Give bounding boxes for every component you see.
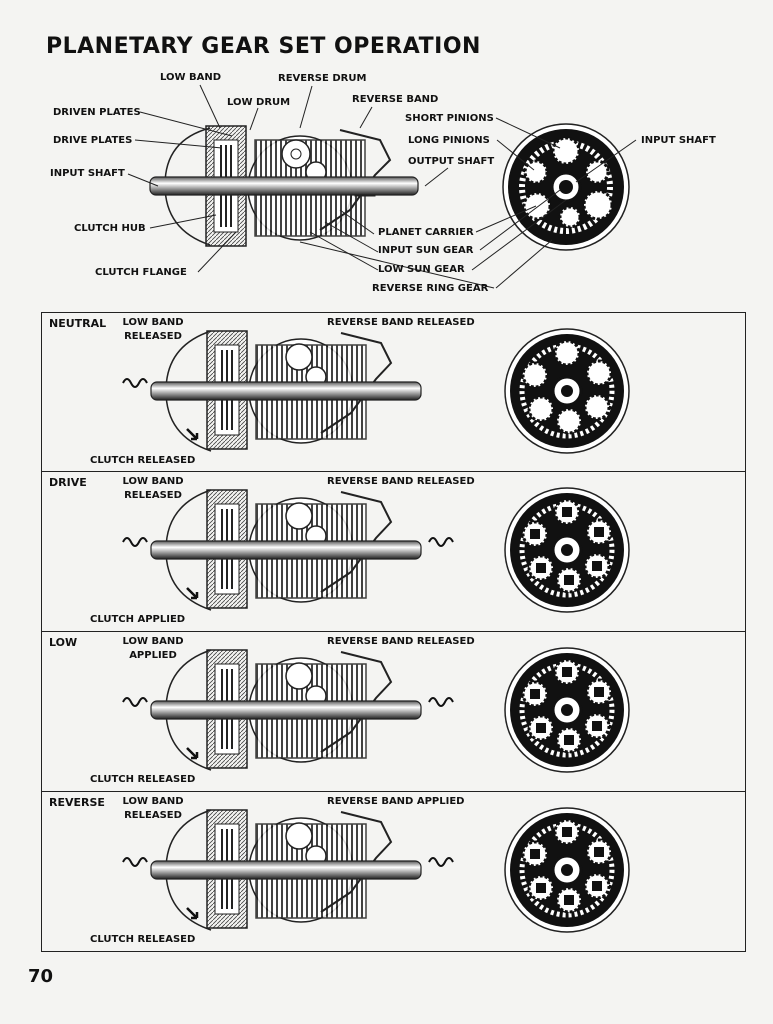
mode-title: REVERSE <box>49 796 105 809</box>
mode-panel-drive: DRIVE LOW BAND RELEASED REVERSE BAND RELEAS… <box>41 472 746 632</box>
mode-panel-low: LOW LOW BAND APPLIED REVERSE BAND RELEASED C… <box>41 632 746 792</box>
mode-title: LOW <box>49 636 78 649</box>
input-rotation-icon <box>122 857 148 867</box>
reverse-band-status: REVERSE BAND RELEASED <box>327 317 475 328</box>
mode-panel-reverse: REVERSE LOW BAND RELEASED REVERSE BAND APPL… <box>41 792 746 952</box>
mode-drawing <box>122 647 630 773</box>
output-rotation-icon <box>428 857 454 867</box>
arrow-icon <box>186 428 199 441</box>
leader-lines <box>127 84 637 289</box>
output-rotation-icon <box>428 697 454 707</box>
label-input-shaft-left: INPUT SHAFT <box>50 168 125 179</box>
clutch-status: CLUTCH RELEASED <box>90 774 196 785</box>
arrow-icon <box>186 587 199 600</box>
label-planet-carrier: PLANET CARRIER <box>378 227 474 238</box>
label-reverse-ring-gear: REVERSE RING GEAR <box>372 283 489 294</box>
label-low-drum: LOW DRUM <box>227 97 291 108</box>
gear-end-view <box>502 123 630 251</box>
label-drive-plates: DRIVE PLATES <box>53 135 133 146</box>
output-rotation-icon <box>428 537 454 547</box>
page-number: 70 <box>28 966 54 987</box>
mode-title: NEUTRAL <box>49 317 107 330</box>
mode-title: DRIVE <box>49 476 87 489</box>
label-input-sun-gear: INPUT SUN GEAR <box>378 245 474 256</box>
low-band-state: APPLIED <box>129 650 177 661</box>
label-input-shaft-right: INPUT SHAFT <box>641 135 716 146</box>
label-driven-plates: DRIVEN PLATES <box>53 107 141 118</box>
mode-panel-neutral: NEUTRAL LOW BAND RELEASED REVERSE BAND RELE… <box>41 312 746 472</box>
arrow-icon <box>186 747 199 760</box>
label-long-pinions: LONG PINIONS <box>408 135 490 146</box>
label-low-sun-gear: LOW SUN GEAR <box>378 264 465 275</box>
clutch-status: CLUTCH APPLIED <box>90 614 186 625</box>
mode-drawing <box>122 328 630 454</box>
reverse-band-status: REVERSE BAND RELEASED <box>327 476 475 487</box>
label-short-pinions: SHORT PINIONS <box>405 113 494 124</box>
label-clutch-hub: CLUTCH HUB <box>74 223 146 234</box>
low-band-label: LOW BAND <box>122 317 184 328</box>
mode-drawing <box>122 487 630 613</box>
label-reverse-drum: REVERSE DRUM <box>278 73 367 84</box>
label-clutch-flange: CLUTCH FLANGE <box>95 267 187 278</box>
input-rotation-icon <box>122 378 148 388</box>
low-band-label: LOW BAND <box>122 796 184 807</box>
label-low-band: LOW BAND <box>160 72 222 83</box>
low-band-state: RELEASED <box>124 490 182 501</box>
input-rotation-icon <box>122 537 148 547</box>
low-band-label: LOW BAND <box>122 636 184 647</box>
mode-drawing <box>122 807 630 933</box>
input-shaft <box>149 176 419 196</box>
low-band-label: LOW BAND <box>122 476 184 487</box>
label-output-shaft: OUTPUT SHAFT <box>408 156 495 167</box>
page-title: PLANETARY GEAR SET OPERATION <box>46 34 481 59</box>
arrow-icon <box>186 907 199 920</box>
reverse-band-status: REVERSE BAND RELEASED <box>327 636 475 647</box>
clutch-status: CLUTCH RELEASED <box>90 455 196 466</box>
clutch-status: CLUTCH RELEASED <box>90 934 196 945</box>
input-rotation-icon <box>122 697 148 707</box>
reverse-band-status: REVERSE BAND APPLIED <box>327 796 465 807</box>
low-band-state: RELEASED <box>124 331 182 342</box>
label-reverse-band: REVERSE BAND <box>352 94 439 105</box>
low-band-state: RELEASED <box>124 810 182 821</box>
top-assembly-drawing <box>127 84 637 289</box>
